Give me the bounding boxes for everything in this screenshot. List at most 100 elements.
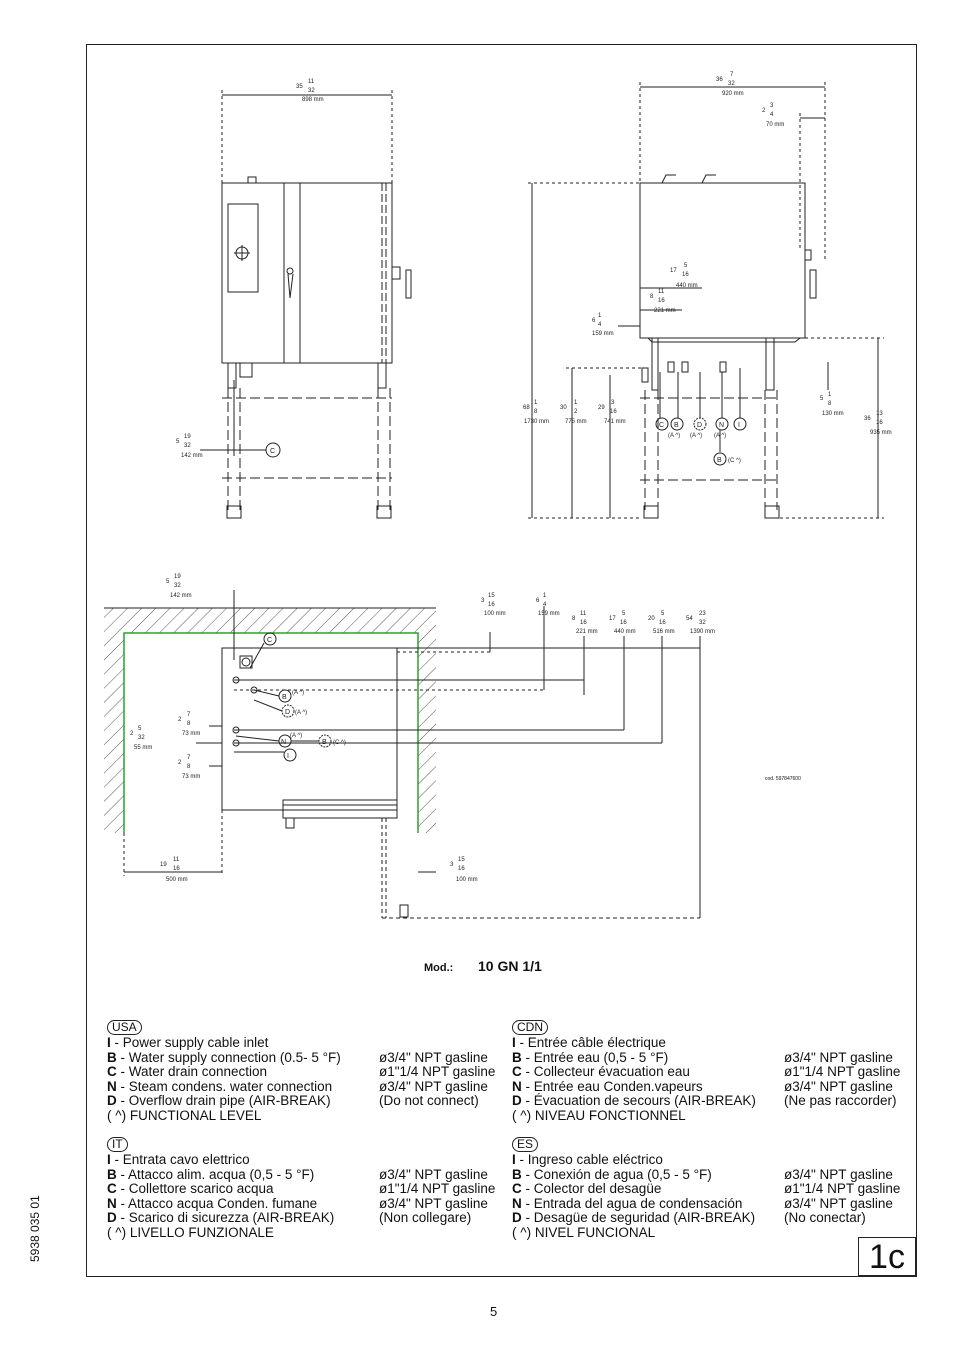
svg-text:16: 16 bbox=[610, 409, 617, 415]
svg-text:D: D bbox=[697, 422, 702, 429]
document-code: 5938 035 01 bbox=[28, 1195, 42, 1262]
svg-text:920 mm: 920 mm bbox=[722, 91, 744, 97]
svg-text:15: 15 bbox=[458, 857, 465, 863]
svg-text:C: C bbox=[270, 448, 275, 455]
legend-row: I - Entrée câble électrique bbox=[512, 1035, 666, 1050]
svg-text:B: B bbox=[282, 694, 287, 701]
svg-text:8: 8 bbox=[187, 764, 191, 770]
lang-badge-cdn: CDN bbox=[512, 1020, 548, 1035]
drawing-frame bbox=[86, 44, 917, 1277]
svg-text:32: 32 bbox=[728, 81, 735, 87]
legend-row: ( ^) NIVEL FUNCIONAL bbox=[512, 1224, 656, 1240]
svg-text:29: 29 bbox=[598, 405, 605, 411]
svg-text:130 mm: 130 mm bbox=[822, 411, 844, 417]
svg-text:(A ^): (A ^) bbox=[292, 690, 304, 696]
svg-text:55 mm: 55 mm bbox=[134, 745, 152, 751]
svg-text:2: 2 bbox=[178, 760, 182, 766]
svg-text:142 mm: 142 mm bbox=[170, 593, 192, 599]
svg-text:(A ^): (A ^) bbox=[668, 433, 680, 439]
svg-text:159 mm: 159 mm bbox=[592, 331, 614, 337]
svg-text:3: 3 bbox=[611, 400, 615, 406]
side-view bbox=[528, 82, 884, 519]
legend-row: I - Ingreso cable eléctrico bbox=[512, 1152, 663, 1167]
svg-text:16: 16 bbox=[658, 298, 665, 304]
svg-text:73 mm: 73 mm bbox=[182, 731, 200, 737]
svg-text:5: 5 bbox=[138, 726, 142, 732]
svg-text:32: 32 bbox=[699, 620, 706, 626]
svg-text:32: 32 bbox=[184, 443, 191, 449]
svg-text:36: 36 bbox=[864, 416, 871, 422]
svg-text:13: 13 bbox=[876, 411, 883, 417]
legend-row: ( ^) LIVELLO FUNZIONALE bbox=[107, 1224, 274, 1240]
legend-usa: USA I - Power supply cable inlet B - Wat… bbox=[107, 1020, 495, 1124]
front-view bbox=[200, 90, 412, 519]
svg-text:32: 32 bbox=[138, 735, 145, 741]
svg-text:32: 32 bbox=[308, 88, 315, 94]
svg-text:11: 11 bbox=[173, 857, 180, 863]
svg-text:5: 5 bbox=[684, 263, 688, 269]
lang-badge-es: ES bbox=[512, 1137, 539, 1152]
svg-text:2: 2 bbox=[178, 717, 182, 723]
svg-text:898 mm: 898 mm bbox=[302, 97, 324, 103]
svg-text:221 mm: 221 mm bbox=[654, 308, 676, 314]
drawing-code: cod. 597847600 bbox=[765, 776, 801, 782]
lang-badge-usa: USA bbox=[107, 1020, 142, 1035]
svg-text:8: 8 bbox=[572, 616, 576, 622]
svg-text:1: 1 bbox=[543, 593, 547, 599]
svg-text:1390 mm: 1390 mm bbox=[690, 629, 715, 635]
svg-text:1: 1 bbox=[574, 400, 578, 406]
svg-text:8: 8 bbox=[534, 409, 538, 415]
svg-text:11: 11 bbox=[308, 79, 315, 85]
svg-text:(A ^): (A ^) bbox=[295, 710, 307, 716]
svg-text:70 mm: 70 mm bbox=[766, 122, 784, 128]
model-label: Mod.: bbox=[424, 962, 454, 974]
svg-text:19: 19 bbox=[184, 434, 191, 440]
svg-text:1: 1 bbox=[534, 400, 538, 406]
legend-row: D - Évacuation de secours (AIR-BREAK)(Ne… bbox=[512, 1093, 897, 1109]
svg-text:4: 4 bbox=[598, 322, 602, 328]
svg-text:440 mm: 440 mm bbox=[676, 283, 698, 289]
figure-number-box: 1c bbox=[858, 1237, 916, 1276]
svg-text:3: 3 bbox=[770, 103, 774, 109]
svg-text:440 mm: 440 mm bbox=[614, 629, 636, 635]
svg-text:8: 8 bbox=[828, 401, 832, 407]
svg-text:935 mm: 935 mm bbox=[870, 430, 892, 436]
legend-row: B - Entrée eau (0,5 - 5 °F)ø3/4" NPT gas… bbox=[512, 1049, 893, 1065]
svg-text:8: 8 bbox=[187, 721, 191, 727]
svg-text:7: 7 bbox=[187, 755, 191, 761]
svg-text:32: 32 bbox=[174, 583, 181, 589]
legend-row: ( ^) FUNCTIONAL LEVEL bbox=[107, 1107, 262, 1123]
front-view-labels: 35 11 32 898 mm 5 19 32 142 mm C bbox=[176, 79, 324, 459]
svg-text:1730 mm: 1730 mm bbox=[524, 419, 549, 425]
svg-text:16: 16 bbox=[488, 602, 495, 608]
svg-text:2: 2 bbox=[762, 108, 766, 114]
svg-text:5: 5 bbox=[166, 579, 170, 585]
svg-text:30: 30 bbox=[560, 405, 567, 411]
svg-text:142 mm: 142 mm bbox=[181, 453, 203, 459]
model-value: 10 GN 1/1 bbox=[478, 958, 542, 974]
legend-row: ( ^) NIVEAU FONCTIONNEL bbox=[512, 1107, 686, 1123]
svg-text:17: 17 bbox=[609, 616, 616, 622]
legend-row: B - Attacco alim. acqua (0,5 - 5 °F)ø3/4… bbox=[107, 1166, 488, 1182]
svg-text:(C ^): (C ^) bbox=[333, 740, 346, 746]
svg-text:19: 19 bbox=[174, 574, 181, 580]
svg-text:16: 16 bbox=[580, 620, 587, 626]
svg-text:(A ^): (A ^) bbox=[290, 733, 302, 739]
svg-text:4: 4 bbox=[543, 602, 547, 608]
svg-text:54: 54 bbox=[686, 616, 693, 622]
plan-view-labels: 5 19 32 142 mm 3 15 16 100 mm 6 1 4 159 … bbox=[130, 574, 715, 883]
legend-row: B - Conexión de agua (0,5 - 5 °F)ø3/4" N… bbox=[512, 1166, 893, 1182]
svg-text:(A ^): (A ^) bbox=[690, 433, 702, 439]
svg-text:C: C bbox=[267, 637, 272, 644]
svg-text:100 mm: 100 mm bbox=[484, 611, 506, 617]
svg-text:5: 5 bbox=[661, 611, 665, 617]
legend-row: B - Water supply connection (0.5- 5 °F)ø… bbox=[107, 1049, 488, 1065]
svg-text:5: 5 bbox=[622, 611, 626, 617]
